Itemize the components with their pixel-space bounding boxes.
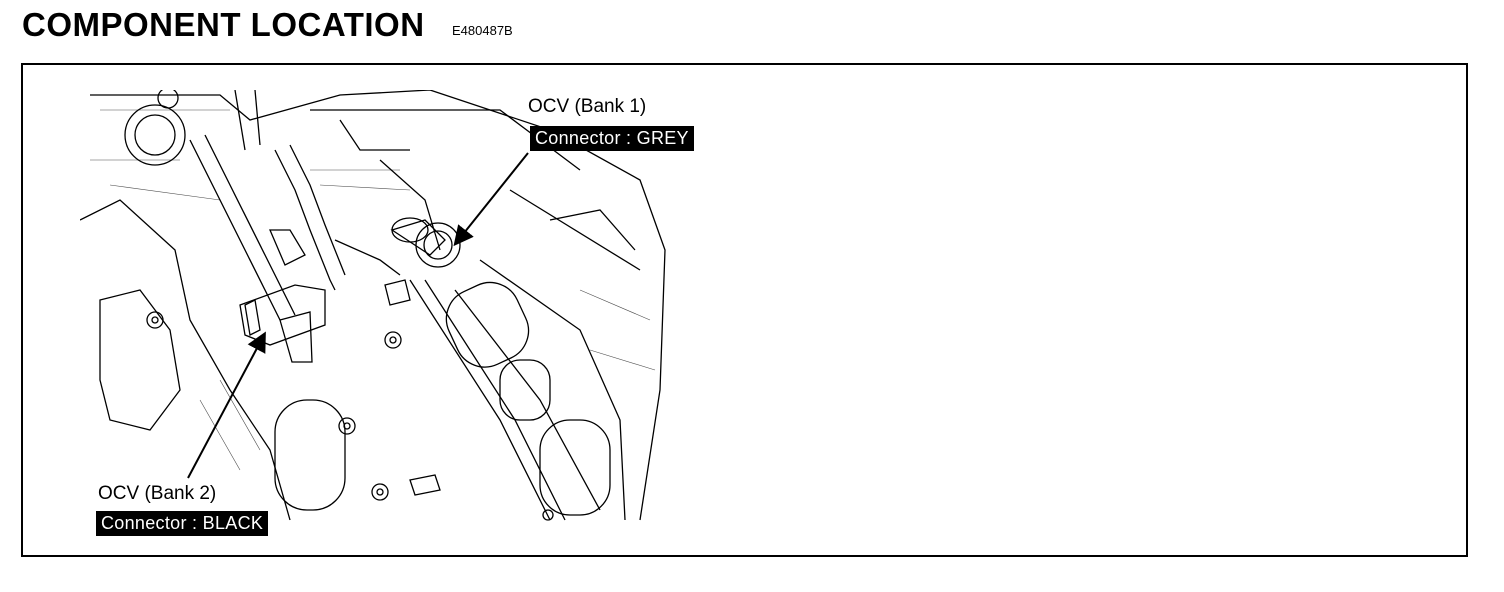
ocv-bank2-label: OCV (Bank 2) bbox=[98, 483, 217, 504]
ocv-bank1-connector-tag: Connector : GREY bbox=[530, 126, 694, 151]
page-title: COMPONENT LOCATION bbox=[22, 6, 425, 43]
ocv-bank2-connector-tag: Connector : BLACK bbox=[96, 511, 269, 536]
figure-frame bbox=[21, 63, 1468, 557]
figure-code: E480487B bbox=[452, 23, 513, 38]
ocv-bank1-label: OCV (Bank 1) bbox=[528, 96, 647, 117]
